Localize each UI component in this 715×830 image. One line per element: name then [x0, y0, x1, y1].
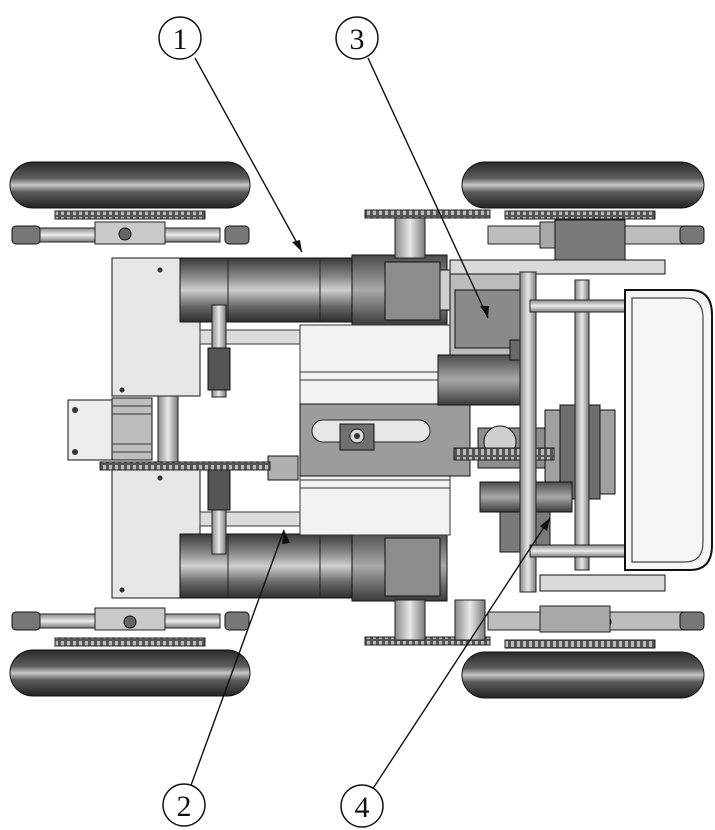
callout-2: 2	[162, 783, 206, 827]
sprocket-strips	[54, 209, 656, 649]
lower-actuator	[179, 530, 448, 602]
axle-shafts	[11, 221, 705, 633]
svg-text:4: 4	[355, 791, 370, 824]
wheel-top-left	[9, 161, 251, 209]
callout-3: 3	[335, 16, 379, 60]
svg-text:2: 2	[177, 790, 192, 823]
leader-line-1	[194, 57, 303, 253]
leader-line-3	[367, 57, 489, 319]
front-frame	[519, 271, 713, 593]
wheel-top-right	[461, 161, 705, 209]
leader-line-4	[371, 517, 551, 791]
slider-plate	[99, 403, 471, 481]
leader-lines	[189, 57, 551, 791]
rear-frame	[67, 257, 201, 599]
leader-arrowheads	[282, 240, 550, 544]
wheel-bottom-left	[9, 649, 251, 697]
leader-line-2	[189, 529, 285, 789]
callout-1: 1	[158, 16, 202, 60]
svg-text:1: 1	[173, 23, 188, 56]
svg-text:3: 3	[350, 23, 365, 56]
callout-4: 4	[340, 784, 384, 828]
wheel-bottom-right	[461, 651, 705, 699]
drive-unit-3	[394, 217, 666, 406]
upper-actuator	[179, 254, 461, 326]
